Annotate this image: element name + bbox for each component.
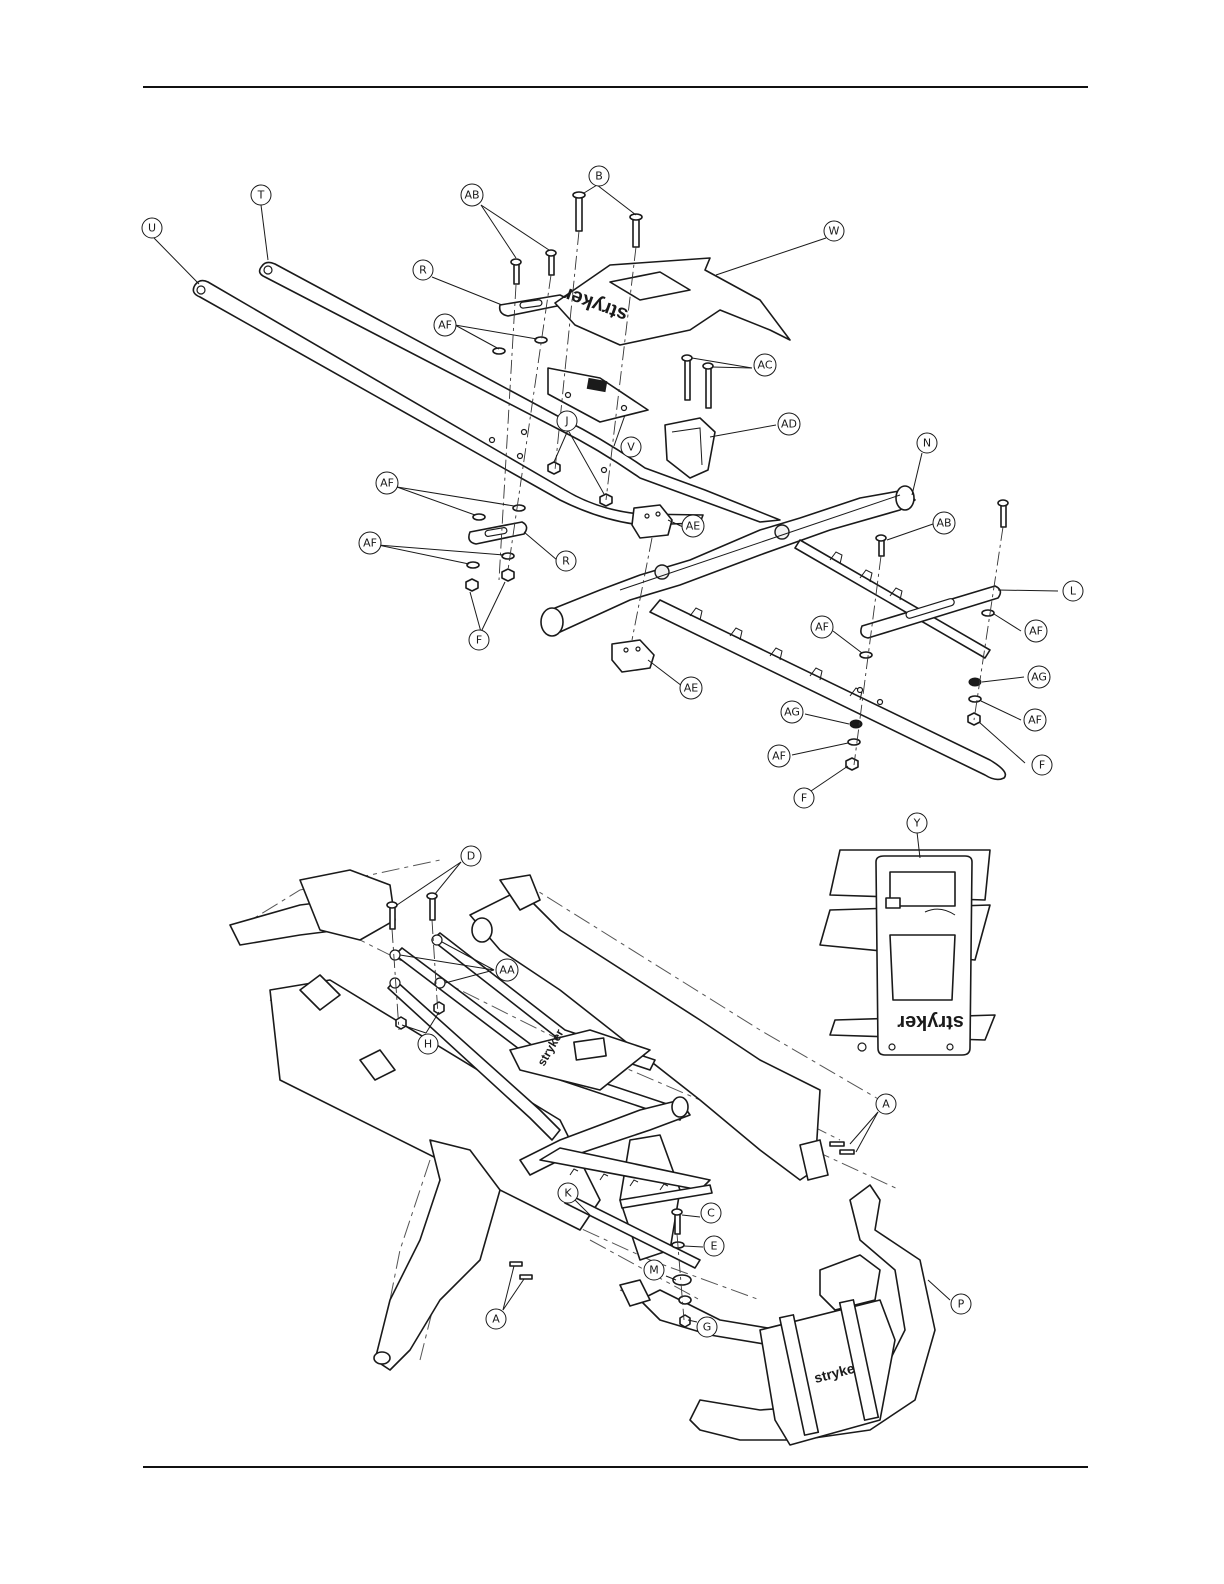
- callout-e: E: [704, 1236, 724, 1256]
- callout-p: P: [951, 1294, 971, 1314]
- callout-d: D: [461, 846, 481, 866]
- callout-h: H: [418, 1034, 438, 1054]
- callout-n: N: [917, 433, 937, 453]
- svg-text:W: W: [829, 225, 840, 238]
- svg-text:AF: AF: [772, 750, 786, 763]
- callout-c: C: [701, 1203, 721, 1223]
- svg-text:K: K: [564, 1187, 572, 1200]
- svg-text:A: A: [882, 1098, 890, 1111]
- svg-text:M: M: [649, 1264, 659, 1277]
- svg-text:A: A: [492, 1313, 500, 1326]
- stryker-logo-detail: stryker: [897, 1011, 964, 1033]
- callout-f-bottom: F: [794, 788, 814, 808]
- svg-text:AF: AF: [438, 319, 452, 332]
- svg-text:F: F: [801, 792, 807, 805]
- svg-text:AC: AC: [757, 359, 772, 372]
- callout-j: J: [557, 411, 577, 431]
- callout-af-3: AF: [359, 532, 381, 554]
- svg-text:AF: AF: [363, 537, 377, 550]
- slot-plate-r-top: [500, 295, 565, 316]
- block-ae-1: [632, 505, 672, 538]
- svg-text:B: B: [595, 170, 603, 183]
- slot-plate-r-mid: [469, 522, 527, 544]
- detail-y: stryker: [820, 832, 995, 1055]
- svg-text:U: U: [148, 222, 156, 235]
- callout-v: V: [621, 437, 641, 457]
- callout-r-mid: R: [556, 551, 576, 571]
- svg-text:F: F: [1039, 759, 1045, 772]
- callout-af-5: AF: [811, 616, 833, 638]
- svg-text:AF: AF: [815, 621, 829, 634]
- callout-ae-2: AE: [680, 677, 702, 699]
- cover-w: stryker: [555, 258, 790, 345]
- callout-af-1: AF: [434, 314, 456, 336]
- svg-text:L: L: [1070, 585, 1077, 598]
- callout-ag-1: AG: [1028, 666, 1050, 688]
- callout-k: K: [558, 1183, 578, 1203]
- svg-text:J: J: [564, 415, 568, 428]
- svg-text:AE: AE: [686, 520, 701, 533]
- callout-af-2: AF: [376, 472, 398, 494]
- callout-t: T: [251, 185, 271, 205]
- svg-text:AF: AF: [1028, 714, 1042, 727]
- svg-text:AF: AF: [380, 477, 394, 490]
- callout-ag-2: AG: [781, 701, 803, 723]
- svg-text:Y: Y: [913, 817, 921, 830]
- callout-af-7: AF: [768, 745, 790, 767]
- callout-f-right: F: [1032, 755, 1052, 775]
- callout-g: G: [697, 1317, 717, 1337]
- svg-text:P: P: [958, 1298, 965, 1311]
- svg-text:V: V: [627, 441, 635, 454]
- callout-y: Y: [907, 813, 927, 833]
- callout-ae-1: AE: [682, 515, 704, 537]
- callout-aa: AA: [496, 959, 518, 981]
- svg-text:AE: AE: [684, 682, 699, 695]
- svg-text:AA: AA: [499, 964, 515, 977]
- svg-text:E: E: [711, 1240, 718, 1253]
- svg-text:T: T: [257, 189, 265, 202]
- callout-w: W: [824, 221, 844, 241]
- callout-m: M: [644, 1260, 664, 1280]
- callout-l: L: [1063, 581, 1083, 601]
- callout-ab-right: AB: [933, 512, 955, 534]
- top-exploded-assembly: stryker: [154, 185, 1058, 791]
- callout-ad: AD: [778, 413, 800, 435]
- svg-text:AG: AG: [1031, 671, 1047, 684]
- callout-ab-top: AB: [461, 184, 483, 206]
- callout-af-6: AF: [1024, 709, 1046, 731]
- svg-text:H: H: [424, 1038, 432, 1051]
- svg-text:AD: AD: [781, 418, 797, 431]
- svg-text:N: N: [923, 437, 931, 450]
- callout-f-left: F: [469, 630, 489, 650]
- svg-text:AB: AB: [464, 189, 479, 202]
- callout-ac: AC: [754, 354, 776, 376]
- svg-text:AF: AF: [1029, 625, 1043, 638]
- svg-text:R: R: [562, 555, 570, 568]
- callout-r-top: R: [413, 260, 433, 280]
- svg-text:G: G: [703, 1321, 712, 1334]
- svg-text:R: R: [419, 264, 427, 277]
- svg-text:D: D: [467, 850, 475, 863]
- callout-b: B: [589, 166, 609, 186]
- bracket-ad: [665, 418, 715, 478]
- callout-u: U: [142, 218, 162, 238]
- svg-text:F: F: [476, 634, 482, 647]
- svg-text:C: C: [707, 1207, 715, 1220]
- callout-a-right: A: [876, 1094, 896, 1114]
- callout-a-left: A: [486, 1309, 506, 1329]
- callout-af-4: AF: [1025, 620, 1047, 642]
- svg-text:AG: AG: [784, 706, 800, 719]
- block-ae-2: [612, 640, 654, 672]
- svg-text:AB: AB: [936, 517, 951, 530]
